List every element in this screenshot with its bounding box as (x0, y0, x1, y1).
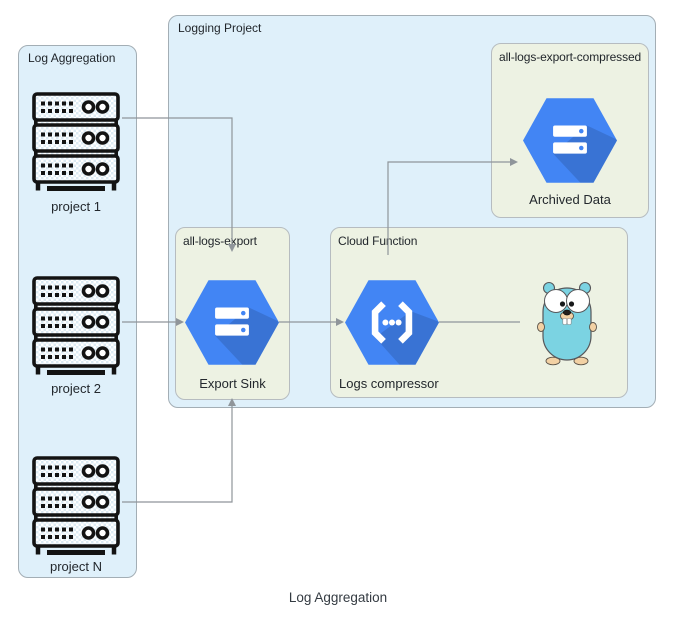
server-rack-icon (31, 276, 121, 376)
go-gopher-icon (537, 281, 597, 366)
archived-data-label: Archived Data (529, 192, 611, 207)
group-all-logs-export-title: all-logs-export (183, 234, 257, 248)
project-N-servers (31, 456, 121, 556)
cloud-storage-hexagon-icon (185, 280, 279, 365)
project-2-servers (31, 276, 121, 376)
zone-log-aggregation-title: Log Aggregation (28, 51, 116, 65)
logs-compressor-label: Logs compressor (339, 376, 439, 391)
group-cloud-function-title: Cloud Function (338, 234, 418, 248)
cloud-storage-hexagon-icon (523, 98, 617, 183)
export-sink-node (185, 280, 279, 365)
project-1-label: project 1 (51, 199, 101, 214)
group-all-logs-export-compressed-title: all-logs-export-compressed (499, 50, 642, 64)
logs-compressor-node (345, 280, 439, 365)
export-sink-label: Export Sink (199, 376, 266, 391)
project-1-servers (31, 92, 121, 192)
go-gopher-mascot (536, 280, 598, 366)
connector-projectN-to-export-sink (122, 406, 233, 503)
zone-logging-project-title: Logging Project (178, 21, 262, 35)
archived-data-node (523, 98, 617, 183)
server-rack-icon (32, 92, 120, 191)
project-N-label: project N (49, 559, 103, 574)
diagram-caption: Log Aggregation (288, 590, 388, 605)
project-2-label: project 2 (51, 381, 101, 396)
cloud-functions-hexagon-icon (345, 280, 439, 365)
server-rack-icon (31, 456, 121, 556)
